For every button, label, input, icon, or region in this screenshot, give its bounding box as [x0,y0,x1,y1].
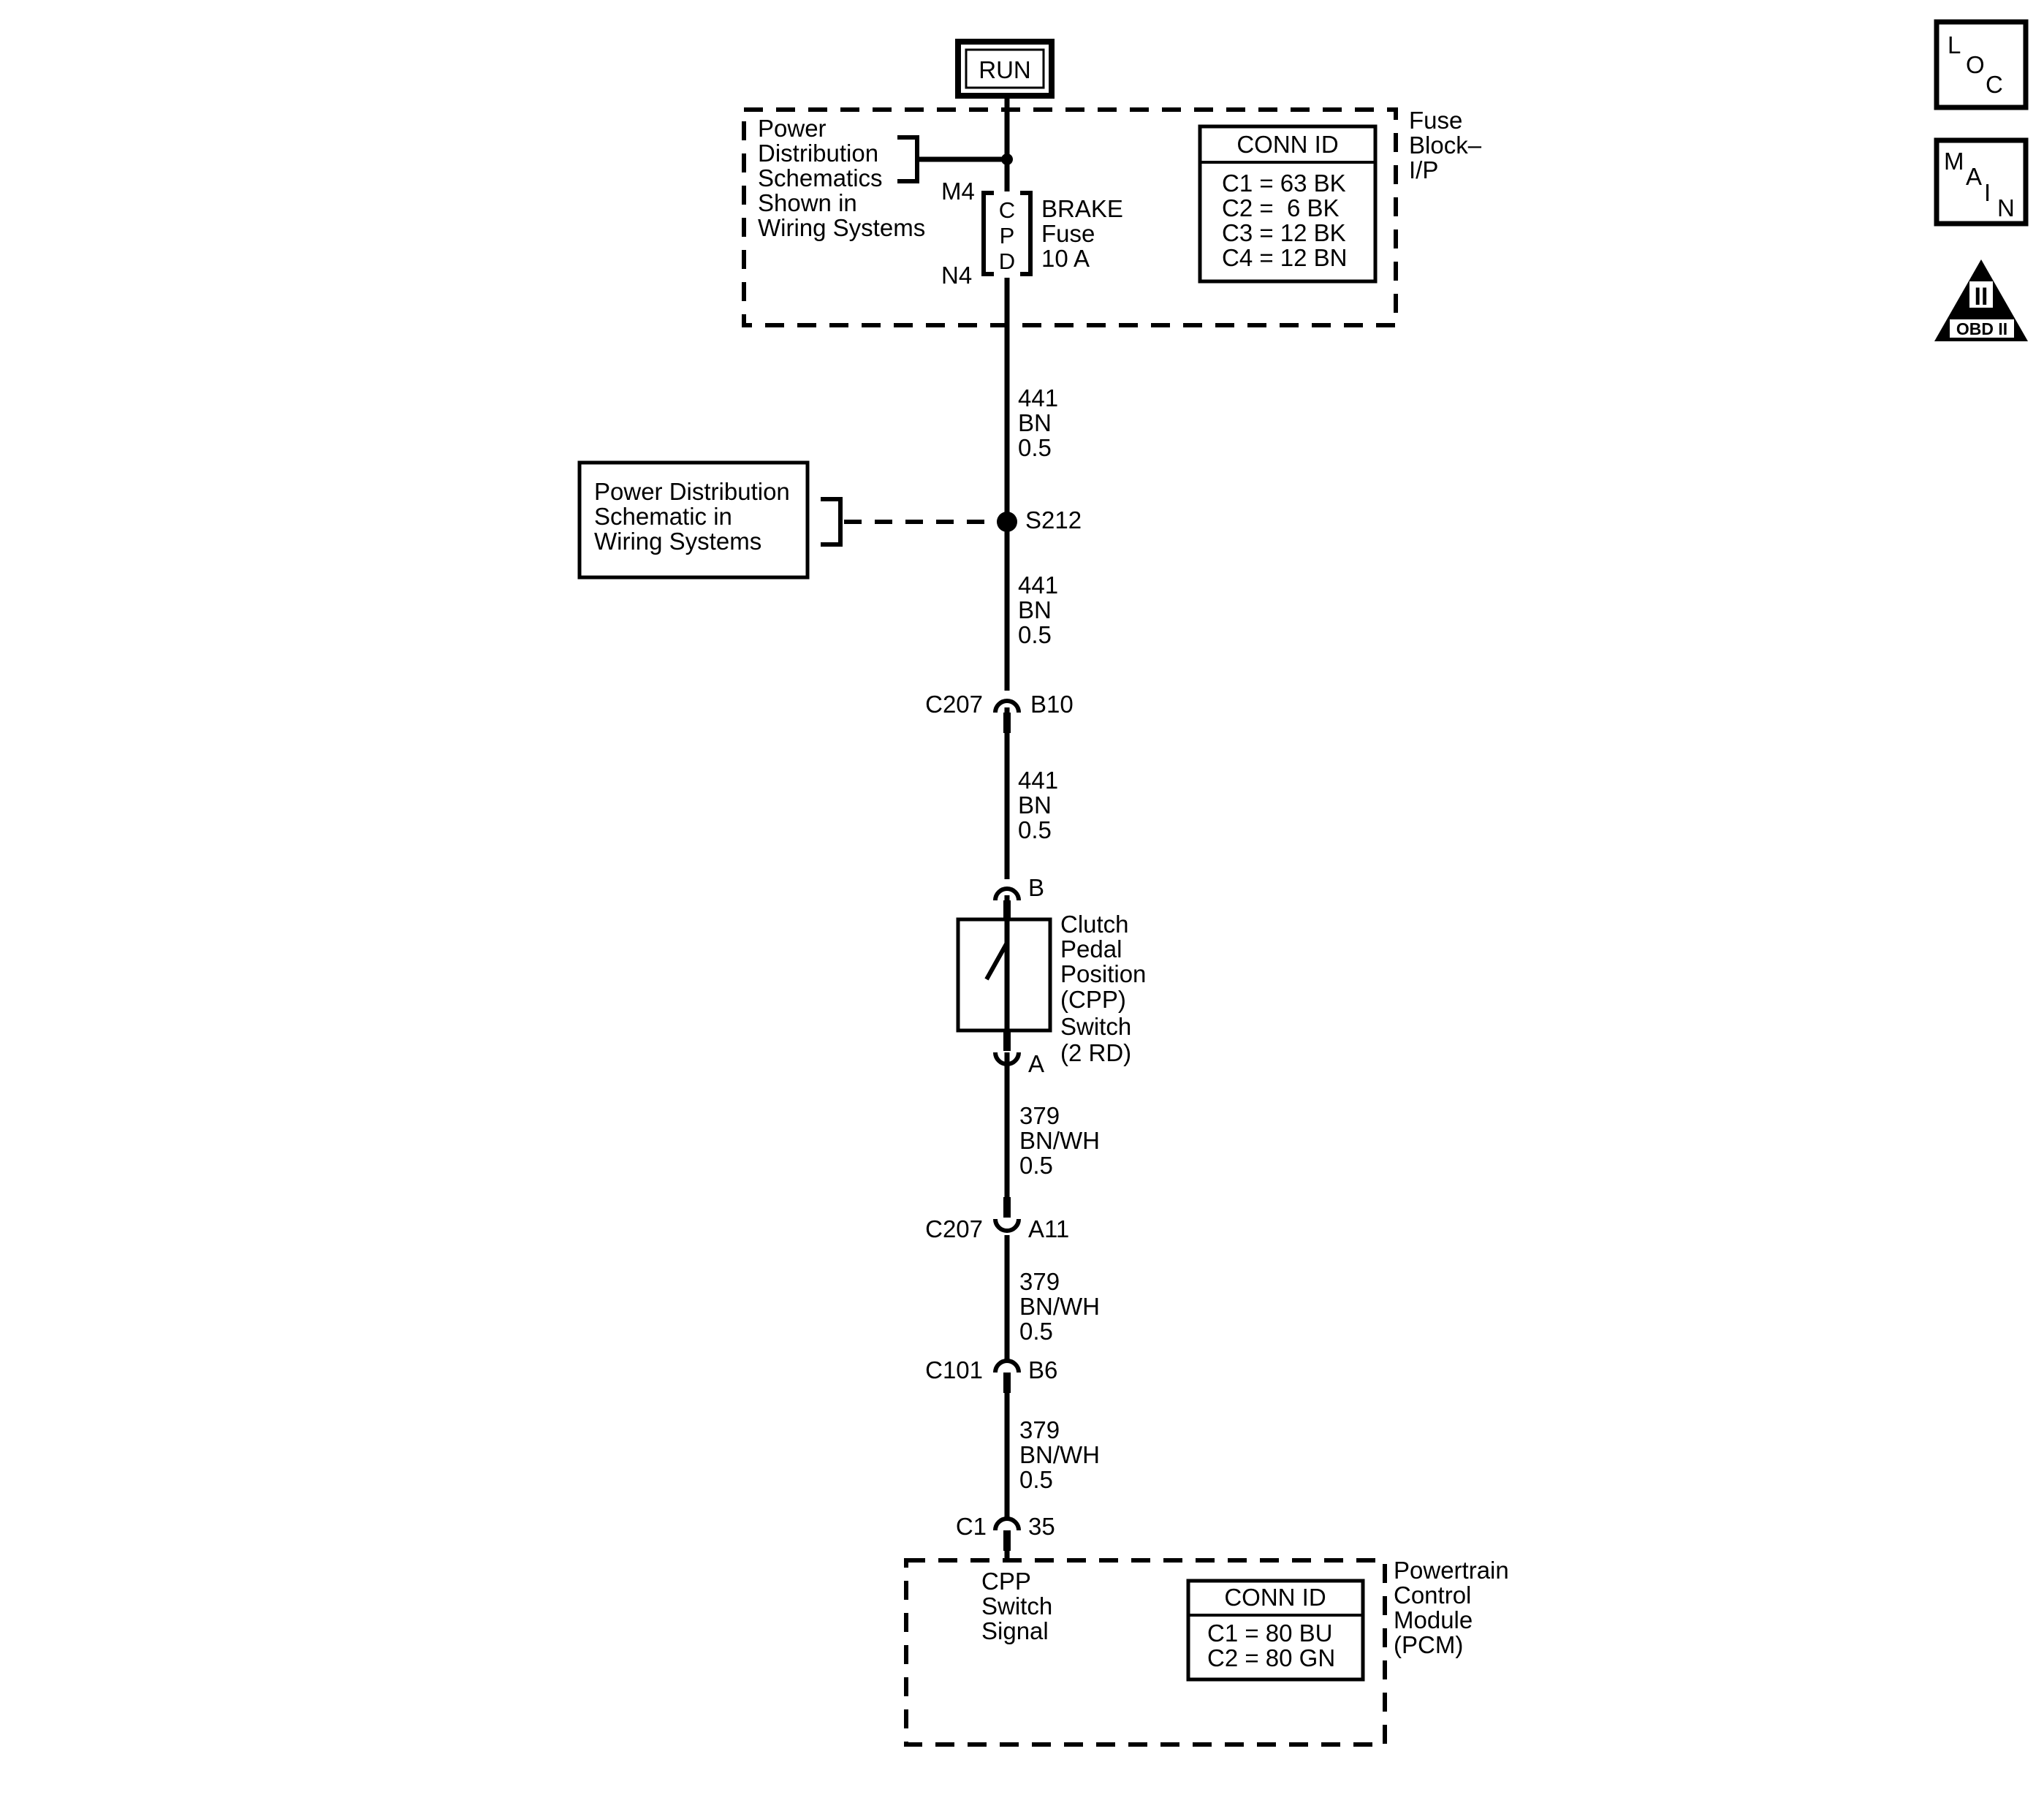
svg-text:C2 = 80 GN: C2 = 80 GN [1207,1644,1335,1671]
svg-text:OBD II: OBD II [1956,319,2007,338]
wire-label-6: 379 BN/WH 0.5 [1019,1416,1106,1493]
fuse-input-pin: M4 [941,178,975,205]
connector-c101-b6: C101 B6 [925,1356,1057,1393]
svg-text:C: C [1986,71,2003,98]
pcm-title: Powertrain Control Module (PCM) [1394,1557,1516,1658]
run-label: RUN [979,56,1031,83]
fuse-block-reference: Power Distribution Schematics Shown in W… [758,115,925,241]
svg-text:B10: B10 [1030,691,1074,718]
wire-label-3: 441 BN 0.5 [1018,767,1065,843]
svg-text:B6: B6 [1028,1356,1057,1383]
junction-dot [1001,153,1013,165]
svg-text:C1 = 63 BK: C1 = 63 BK [1222,170,1346,197]
wire-label-5: 379 BN/WH 0.5 [1019,1268,1106,1345]
svg-text:P: P [1000,223,1015,248]
svg-text:A: A [1028,1050,1044,1077]
svg-text:D: D [999,248,1015,274]
main-schematic-icon[interactable]: M A I N [1934,137,2029,227]
svg-text:CONN ID: CONN ID [1236,131,1338,158]
wire-label-1: 441 BN 0.5 [1018,384,1065,461]
obd-ii-icon[interactable]: II OBD II [1934,259,2028,341]
connector-pin-b: B [993,874,1044,919]
svg-text:N: N [1997,194,2015,221]
fuse-block: Fuse Block– I/P Power Distribution Schem… [742,107,1488,327]
connector-c1-35: C1 35 [956,1513,1055,1551]
fuse-block-title: Fuse Block– I/P [1409,107,1488,183]
svg-text:C1: C1 [956,1513,987,1540]
location-icon[interactable]: L O C [1934,19,2029,110]
svg-text:C101: C101 [925,1356,983,1383]
splice-label: S212 [1025,506,1082,534]
svg-text:C4 = 12 BN: C4 = 12 BN [1222,244,1348,271]
svg-text:II: II [1975,283,1988,311]
svg-text:CONN ID: CONN ID [1224,1584,1326,1611]
cpp-switch: Clutch Pedal Position (CPP) Switch (2 RD… [956,911,1153,1066]
svg-text:35: 35 [1028,1513,1055,1540]
reference-bracket [897,135,919,183]
svg-text:C3 = 12 BK: C3 = 12 BK [1222,219,1346,246]
splice-reference-box: Power Distribution Schematic in Wiring S… [577,460,810,580]
connector-c207-a11: C207 A11 [925,1197,1069,1242]
svg-text:C207: C207 [925,691,983,718]
svg-text:C1 = 80 BU: C1 = 80 BU [1207,1620,1333,1647]
svg-text:A11: A11 [1028,1215,1069,1242]
fuse-output-pin: N4 [941,262,972,289]
pcm-module: Powertrain Control Module (PCM) CPP Swit… [904,1557,1516,1747]
svg-text:O: O [1966,51,1985,78]
wire-label-2: 441 BN 0.5 [1018,572,1065,648]
svg-text:C: C [999,197,1015,223]
brake-fuse: C P D M4 N4 BRAKE Fuse 10 A [941,178,1130,289]
cpp-switch-label: Clutch Pedal Position (CPP) Switch (2 RD… [1060,911,1153,1066]
fuse-block-conn-id: CONN ID C1 = 63 BK C2 = 6 BK C3 = 12 BK … [1198,124,1378,284]
splice-s212: S212 [821,497,1082,547]
connector-c207-b10: C207 B10 [925,691,1074,733]
svg-text:I: I [1984,179,1991,206]
svg-text:C207: C207 [925,1215,983,1242]
fuse-label: BRAKE Fuse 10 A [1041,195,1130,272]
pcm-conn-id: CONN ID C1 = 80 BU C2 = 80 GN [1186,1579,1365,1682]
cpp-switch-signal-label: CPP Switch Signal [981,1568,1059,1644]
svg-text:B: B [1028,874,1044,901]
svg-text:Power Distribution Schem: Power Distribution Schematic in Wiring S… [594,478,797,555]
svg-text:M: M [1944,148,1964,175]
run-power-source: RUN [955,39,1055,99]
connector-pin-a: A [993,1030,1044,1077]
svg-text:A: A [1966,163,1982,190]
svg-text:L: L [1948,31,1961,58]
svg-text:C2 = 6 BK: C2 = 6 BK [1222,194,1340,221]
wire-label-4: 379 BN/WH 0.5 [1019,1102,1106,1179]
